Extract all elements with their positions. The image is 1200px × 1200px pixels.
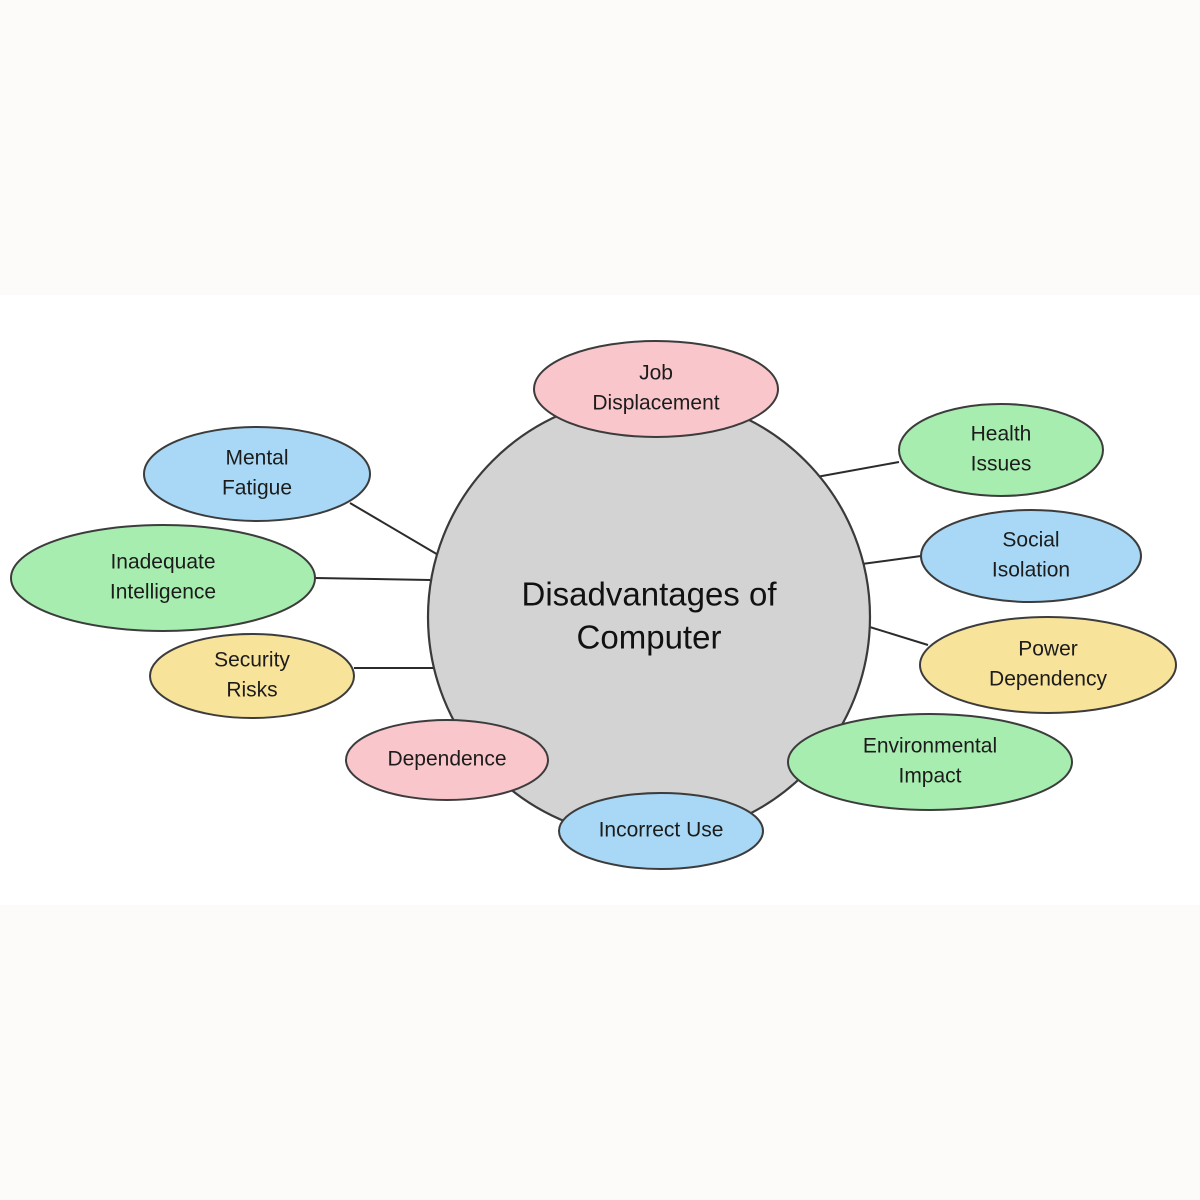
branch-node-incorrect-use[interactable]: Incorrect Use — [558, 792, 764, 870]
branch-ellipse-social-isolation[interactable] — [920, 509, 1142, 603]
branch-ellipse-dependence[interactable] — [345, 719, 549, 801]
connector-power-dependency — [859, 623, 929, 646]
branch-ellipse-security-risks[interactable] — [149, 633, 355, 719]
branch-ellipse-inadequate-intelligence[interactable] — [10, 524, 316, 632]
connector-health-issues — [810, 461, 900, 479]
connector-edges-layer — [314, 431, 929, 759]
branch-ellipse-health-issues[interactable] — [898, 403, 1104, 497]
branch-node-dependence[interactable]: Dependence — [345, 719, 549, 801]
branch-ellipse-environmental-impact[interactable] — [787, 713, 1073, 811]
branch-ellipse-mental-fatigue[interactable] — [143, 426, 371, 522]
branch-ellipse-incorrect-use[interactable] — [558, 792, 764, 870]
connector-social-isolation — [861, 555, 922, 565]
connector-inadequate-intelligence — [314, 577, 431, 581]
connector-mental-fatigue — [349, 502, 441, 557]
branch-ellipse-job-displacement[interactable] — [533, 340, 779, 438]
branch-ellipse-power-dependency[interactable] — [919, 616, 1177, 714]
